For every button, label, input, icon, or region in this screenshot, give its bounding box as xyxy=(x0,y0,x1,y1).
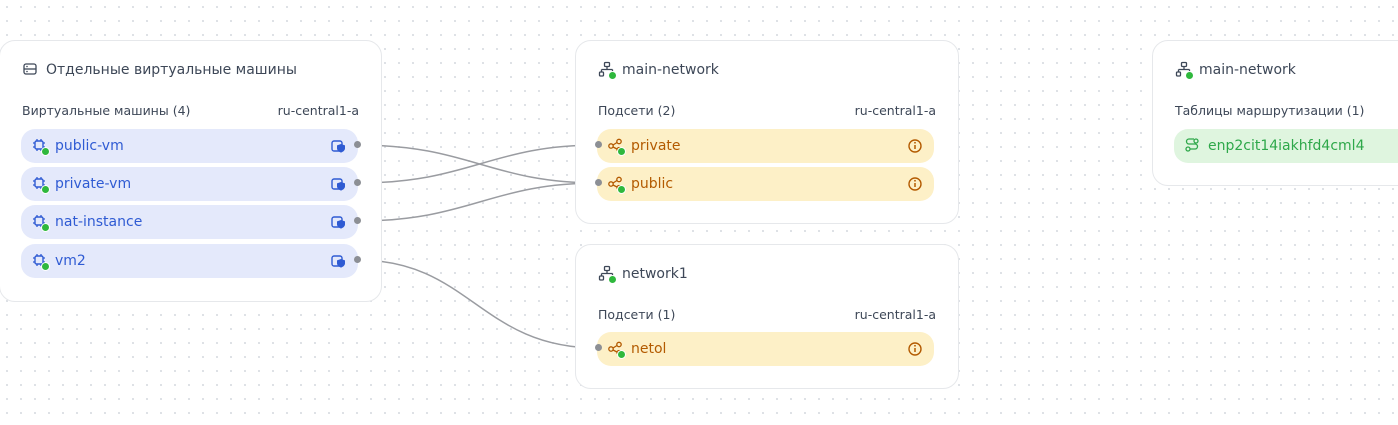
info-icon[interactable] xyxy=(906,175,924,193)
vm-row-private-vm[interactable]: private-vm xyxy=(21,167,358,201)
network-icon xyxy=(1175,61,1194,80)
vm-row-nat-instance[interactable]: nat-instance xyxy=(21,205,358,239)
route-card-title: main-network xyxy=(1199,62,1296,78)
status-running-dot xyxy=(41,147,50,156)
network-card-title: main-network xyxy=(622,62,719,78)
network-card-title: network1 xyxy=(622,266,688,282)
port-private-vm[interactable] xyxy=(354,179,361,186)
status-active-dot xyxy=(1185,71,1194,80)
link-public-vm-to-public xyxy=(357,144,599,184)
vm-section-label: Виртуальные машины (4) xyxy=(22,103,191,118)
status-running-dot xyxy=(41,185,50,194)
network-card-network1: network1 Подсети (1) ru-central1-a netol xyxy=(575,244,959,389)
subnet-row-public[interactable]: public xyxy=(597,167,934,201)
vm-zone-label: ru-central1-a xyxy=(277,103,359,118)
route-card: main-network Таблицы маршрутизации (1) e… xyxy=(1152,40,1398,186)
port-nat-instance[interactable] xyxy=(354,217,361,224)
status-active-dot xyxy=(617,147,626,156)
server-group-icon xyxy=(22,61,40,79)
vm-name: vm2 xyxy=(55,253,86,269)
subnet-name: netol xyxy=(631,341,667,357)
subnet-zone-label: ru-central1-a xyxy=(854,103,936,118)
vm-card-header: Отдельные виртуальные машины xyxy=(22,61,297,79)
port-netol[interactable] xyxy=(595,344,602,351)
link-nat-instance-to-public xyxy=(357,182,599,222)
security-group-icon[interactable] xyxy=(330,252,348,270)
network-card-header: network1 xyxy=(598,265,688,284)
subnet-icon xyxy=(607,175,626,194)
port-public[interactable] xyxy=(595,179,602,186)
vm-card-title: Отдельные виртуальные машины xyxy=(46,62,297,78)
network-icon xyxy=(598,265,617,284)
vm-name: public-vm xyxy=(55,138,124,154)
vm-section-header: Виртуальные машины (4) ru-central1-a xyxy=(22,103,359,118)
network-card-header: main-network xyxy=(598,61,719,80)
subnet-section-label: Подсети (2) xyxy=(598,103,676,118)
subnet-row-private[interactable]: private xyxy=(597,129,934,163)
subnet-row-netol[interactable]: netol xyxy=(597,332,934,366)
link-vm2-to-netol xyxy=(357,259,599,349)
status-active-dot xyxy=(608,71,617,80)
vm-chip-icon xyxy=(31,137,50,156)
vm-name: nat-instance xyxy=(55,214,143,230)
subnet-icon xyxy=(607,137,626,156)
subnet-name: public xyxy=(631,176,674,192)
vm-name: private-vm xyxy=(55,176,132,192)
vm-chip-icon xyxy=(31,252,50,271)
port-private[interactable] xyxy=(595,141,602,148)
subnet-section-header: Подсети (1) ru-central1-a xyxy=(598,307,936,322)
subnet-name: private xyxy=(631,138,681,154)
vm-chip-icon xyxy=(31,213,50,232)
route-icon xyxy=(1184,137,1202,155)
security-group-icon[interactable] xyxy=(330,175,348,193)
route-table-name: enp2cit14iakhfd4cml4 xyxy=(1208,138,1365,154)
network-icon xyxy=(598,61,617,80)
info-icon[interactable] xyxy=(906,137,924,155)
route-table-row[interactable]: enp2cit14iakhfd4cml4 xyxy=(1174,129,1398,163)
vm-chip-icon xyxy=(31,175,50,194)
port-vm2[interactable] xyxy=(354,256,361,263)
security-group-icon[interactable] xyxy=(330,137,348,155)
port-public-vm[interactable] xyxy=(354,141,361,148)
vm-row-public-vm[interactable]: public-vm xyxy=(21,129,358,163)
status-active-dot xyxy=(617,185,626,194)
info-icon[interactable] xyxy=(906,340,924,358)
status-running-dot xyxy=(41,223,50,232)
link-private-vm-to-private xyxy=(357,144,599,184)
status-active-dot xyxy=(608,275,617,284)
vm-card: Отдельные виртуальные машины Виртуальные… xyxy=(0,40,382,302)
route-section-label: Таблицы маршрутизации (1) xyxy=(1175,103,1365,118)
vm-row-vm2[interactable]: vm2 xyxy=(21,244,358,278)
route-section-header: Таблицы маршрутизации (1) xyxy=(1175,103,1398,118)
subnet-section-label: Подсети (1) xyxy=(598,307,676,322)
subnet-zone-label: ru-central1-a xyxy=(854,307,936,322)
route-card-header: main-network xyxy=(1175,61,1296,80)
subnet-section-header: Подсети (2) ru-central1-a xyxy=(598,103,936,118)
status-active-dot xyxy=(617,350,626,359)
subnet-icon xyxy=(607,340,626,359)
status-running-dot xyxy=(41,262,50,271)
security-group-icon[interactable] xyxy=(330,213,348,231)
network-card-main: main-network Подсети (2) ru-central1-a p… xyxy=(575,40,959,224)
